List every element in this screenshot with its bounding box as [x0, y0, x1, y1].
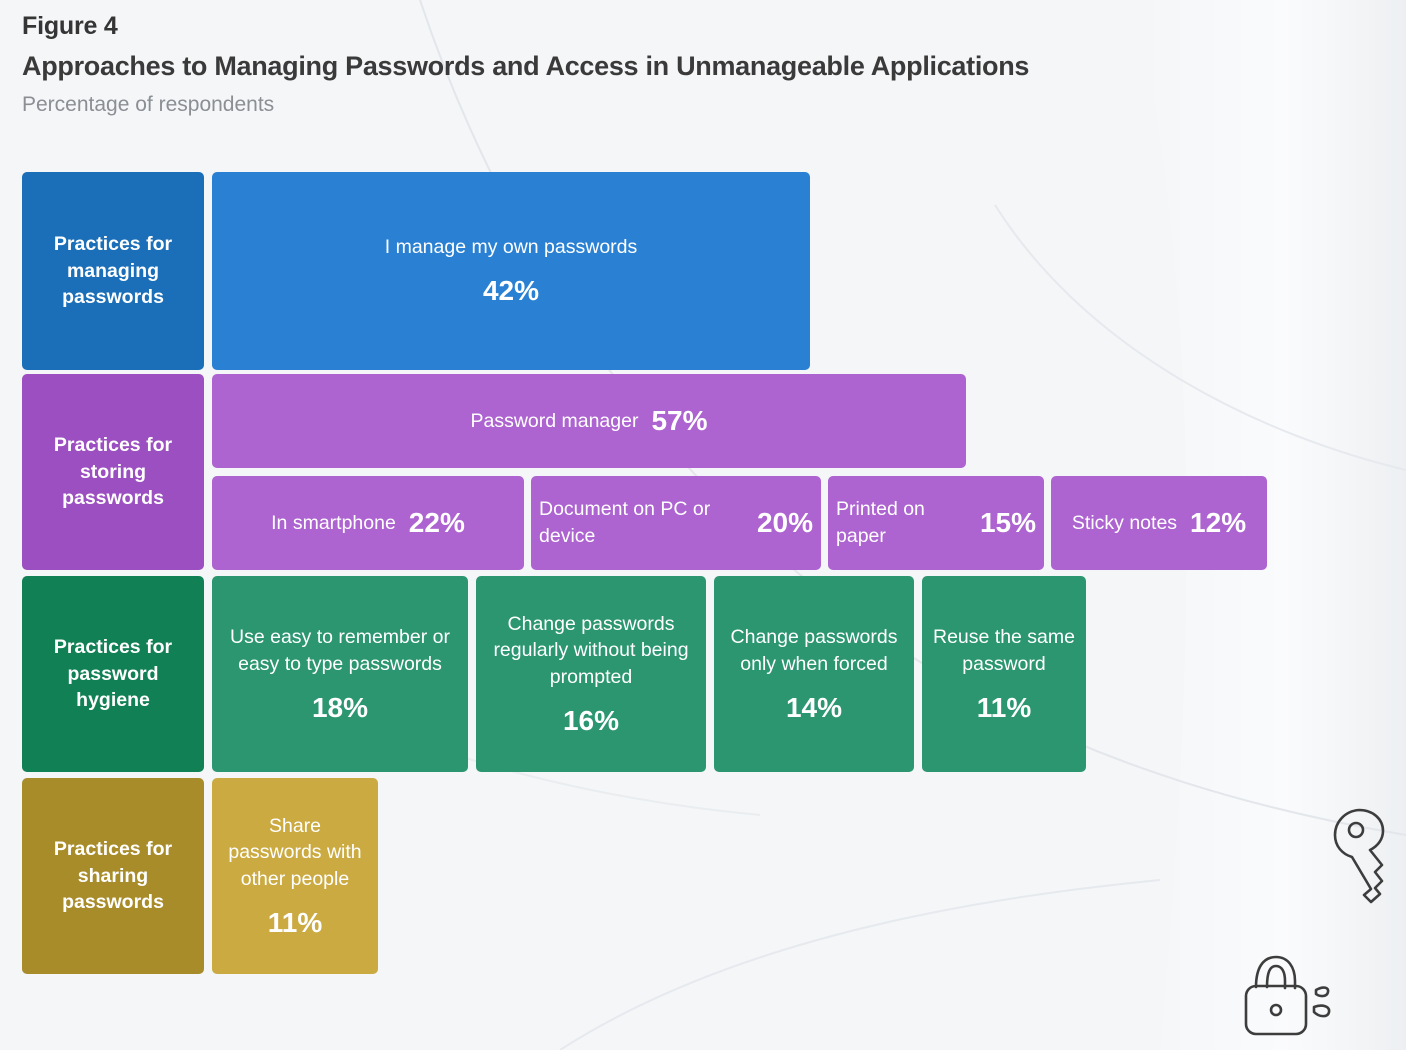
category-label-text: Practices for password hygiene [53, 635, 173, 712]
bar-document-on-pc-or-device[interactable]: Document on PC or device 20% [531, 476, 821, 570]
bar-value: 11% [976, 691, 1032, 723]
bar-reuse-the-same-password[interactable]: Reuse the same password 11% [922, 576, 1086, 772]
bar-label: Document on PC or device [539, 498, 711, 547]
chart-header: Figure 4 Approaches to Managing Password… [22, 10, 1029, 119]
bar-label: I manage my own passwords [384, 236, 638, 259]
figure-label: Figure 4 [22, 12, 118, 40]
category-label-text: Practices for sharing passwords [53, 837, 173, 914]
bar-value: 20% [756, 506, 813, 538]
bar-value: 42% [482, 275, 540, 307]
bar-change-passwords-only-when-forced[interactable]: Change passwords only when forced 14% [714, 576, 914, 772]
bar-change-passwords-regularly[interactable]: Change passwords regularly without being… [476, 576, 706, 772]
bar-label: In smartphone [271, 511, 396, 534]
bar-label: Reuse the same password [933, 626, 1075, 675]
bar-label: Password manager [470, 409, 639, 432]
bar-share-passwords-with-other-people[interactable]: Share passwords with other people 11% [212, 778, 378, 974]
bar-sticky-notes[interactable]: Sticky notes 12% [1051, 476, 1267, 570]
bar-label: Share passwords with other people [228, 814, 362, 891]
bar-value: 18% [311, 691, 369, 723]
bar-value: 12% [1190, 506, 1247, 538]
bar-use-easy-to-remember-passwords[interactable]: Use easy to remember or easy to type pas… [212, 576, 468, 772]
bar-label: Sticky notes [1071, 511, 1178, 534]
bar-label: Change passwords only when forced [730, 626, 898, 675]
bar-label: Use easy to remember or easy to type pas… [230, 626, 450, 675]
chart-subtitle: Percentage of respondents [22, 93, 275, 117]
bar-in-smartphone[interactable]: In smartphone 22% [212, 476, 524, 570]
bar-value: 15% [979, 506, 1036, 538]
bar-label: Change passwords regularly without being… [493, 612, 689, 689]
bar-value: 22% [408, 506, 465, 538]
bar-value: 11% [267, 907, 323, 939]
category-label-storing-passwords: Practices for storing passwords [22, 374, 204, 570]
bar-password-manager[interactable]: Password manager 57% [212, 374, 966, 468]
category-label-text: Practices for managing passwords [53, 232, 173, 309]
category-label-password-hygiene: Practices for password hygiene [22, 576, 204, 772]
bar-printed-on-paper[interactable]: Printed on paper 15% [828, 476, 1044, 570]
bar-value: 16% [562, 705, 620, 737]
chart-title: Approaches to Managing Passwords and Acc… [22, 50, 1030, 81]
category-label-text: Practices for storing passwords [53, 433, 173, 510]
category-label-managing-passwords: Practices for managing passwords [22, 172, 204, 370]
bar-i-manage-my-own-passwords[interactable]: I manage my own passwords 42% [212, 172, 810, 370]
bar-label: Printed on paper [836, 498, 925, 547]
bar-value: 14% [785, 691, 843, 723]
bar-value: 57% [651, 404, 708, 436]
category-label-sharing-passwords: Practices for sharing passwords [22, 778, 204, 974]
